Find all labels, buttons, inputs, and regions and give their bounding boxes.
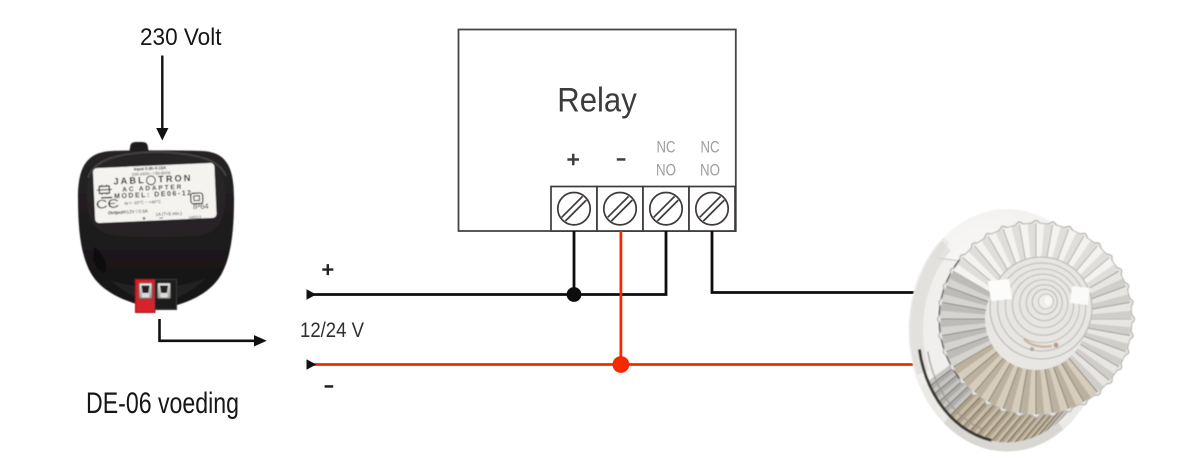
svg-text:NC: NC — [701, 137, 720, 156]
svg-text:DE-06 voeding: DE-06 voeding — [86, 387, 239, 420]
svg-text:Output: Output — [108, 210, 124, 216]
svg-text:12/24 V: 12/24 V — [300, 318, 365, 342]
svg-text:NO: NO — [656, 161, 676, 180]
svg-text:Input 0.08–0.15A: Input 0.08–0.15A — [134, 165, 167, 171]
svg-text:+: + — [142, 215, 146, 222]
svg-text:CЄ: CЄ — [96, 196, 120, 211]
svg-text:NC: NC — [657, 137, 676, 156]
svg-text:230 Volt: 230 Volt — [140, 24, 222, 51]
svg-text:Relay: Relay — [557, 81, 637, 119]
svg-text:MODEL: DE06-12: MODEL: DE06-12 — [114, 190, 191, 200]
svg-text:JABL◯TRON: JABL◯TRON — [113, 173, 191, 187]
svg-text:100-240V~ / 50-60Hz: 100-240V~ / 50-60Hz — [132, 170, 171, 177]
svg-text:AC ADAPTER: AC ADAPTER — [122, 184, 182, 194]
svg-text:−: − — [159, 215, 163, 222]
svg-text:ta = -10°C ~ +40°C: ta = -10°C ~ +40°C — [124, 199, 161, 206]
svg-text:IP64: IP64 — [193, 202, 209, 212]
svg-text:140213: 140213 — [188, 215, 201, 220]
svg-text:1A (T<5 min.): 1A (T<5 min.) — [155, 211, 182, 217]
svg-text:⭖12V / 0.5A: ⭖12V / 0.5A — [123, 208, 149, 214]
svg-text:NO: NO — [700, 161, 720, 180]
